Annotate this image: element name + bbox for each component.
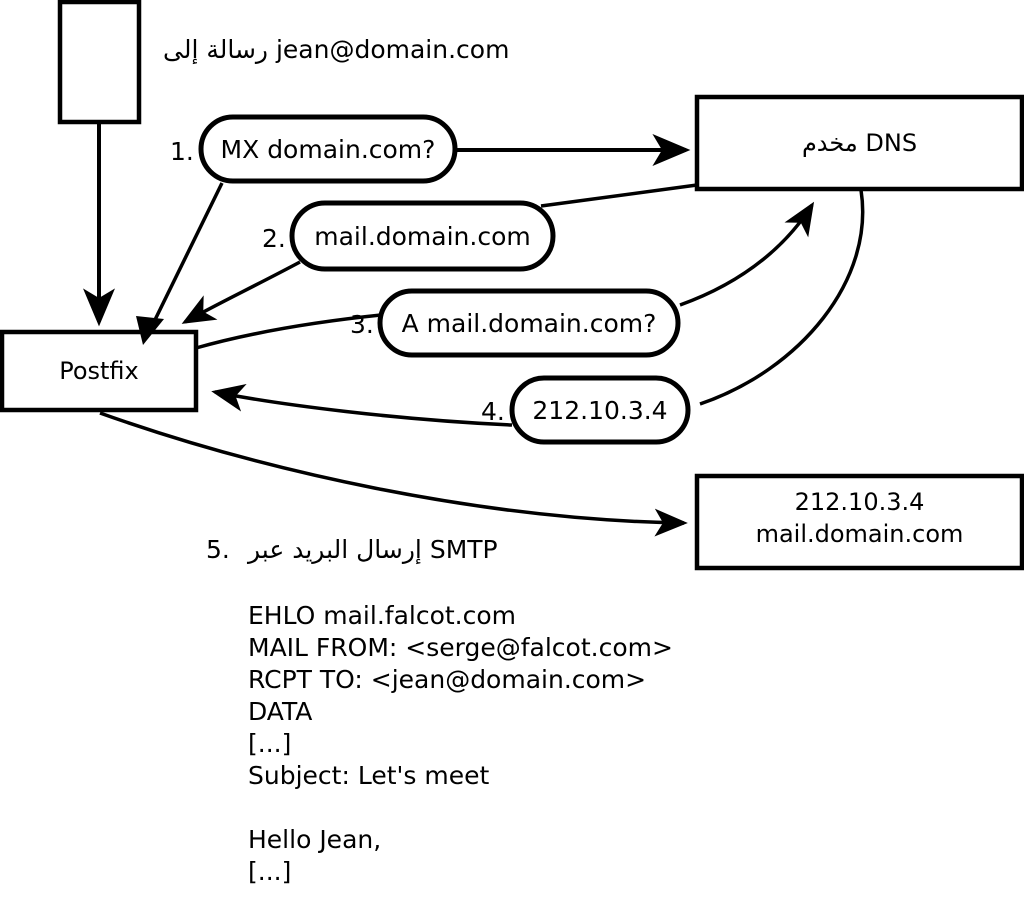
transcript-line: [248, 792, 948, 824]
step-5-label: إرسال البريد عبر SMTP: [248, 535, 498, 564]
step-4-bubble-shape: [509, 375, 691, 445]
edge-step4-to-postfix: [211, 384, 513, 427]
edge-dns-to-step2: [540, 183, 698, 208]
step-1-bubble-label: MX domain.com?: [220, 135, 436, 164]
transcript-line: EHLO mail.falcot.com: [248, 601, 517, 630]
transcript-line: MAIL FROM: <serge@falcot.com>: [248, 633, 673, 662]
edge-dns-to-step4: [699, 189, 865, 406]
transcript-line: Hello Jean,: [248, 825, 382, 854]
dns-node-shape: [694, 94, 1024, 192]
mailserver-node-label-host: mail.domain.com: [755, 520, 964, 548]
step-1-number: 1.: [170, 137, 194, 166]
transcript-line: DATA: [248, 697, 313, 726]
transcript-line: [...]: [248, 729, 292, 758]
dns-node-label: مخدم DNS: [801, 129, 918, 157]
step-5-number: 5.: [206, 535, 230, 564]
mua-node-shape: [57, 0, 142, 125]
step-3-bubble-label: A mail.domain.com?: [401, 309, 657, 338]
edge-postfix-to-step1: [148, 182, 224, 331]
edge-postfix-to-step3: [195, 312, 392, 350]
step-3-number: 3.: [350, 310, 374, 339]
edge-step2-to-postfix: [181, 260, 301, 324]
transcript-line: RCPT TO: <jean@domain.com>: [248, 665, 647, 694]
step-2-bubble-shape: [289, 200, 556, 272]
transcript-line: [...]: [248, 857, 292, 886]
transcript-line: Subject: Let's meet: [248, 761, 490, 790]
postfix-node-shape: [0, 329, 199, 413]
edge-postfix-to-mailserver: [99, 411, 688, 537]
transcript-line: [248, 888, 948, 919]
edge-step3-to-dns: [679, 201, 815, 307]
step-2-number: 2.: [262, 224, 286, 253]
message-caption: رسالة إلى jean@domain.com: [163, 35, 510, 64]
step-4-bubble-label: 212.10.3.4: [532, 396, 668, 425]
step-3-bubble-shape: [377, 288, 681, 358]
step-1-bubble-shape: [198, 114, 458, 184]
mailserver-node-shape: [694, 473, 1024, 571]
mailserver-node-label-ip: 212.10.3.4: [794, 488, 925, 516]
postfix-node-label: Postfix: [59, 357, 139, 385]
arrowhead-step1-postfix: [136, 316, 164, 345]
step-2-bubble-label: mail.domain.com: [314, 222, 531, 251]
step-4-number: 4.: [481, 397, 505, 426]
